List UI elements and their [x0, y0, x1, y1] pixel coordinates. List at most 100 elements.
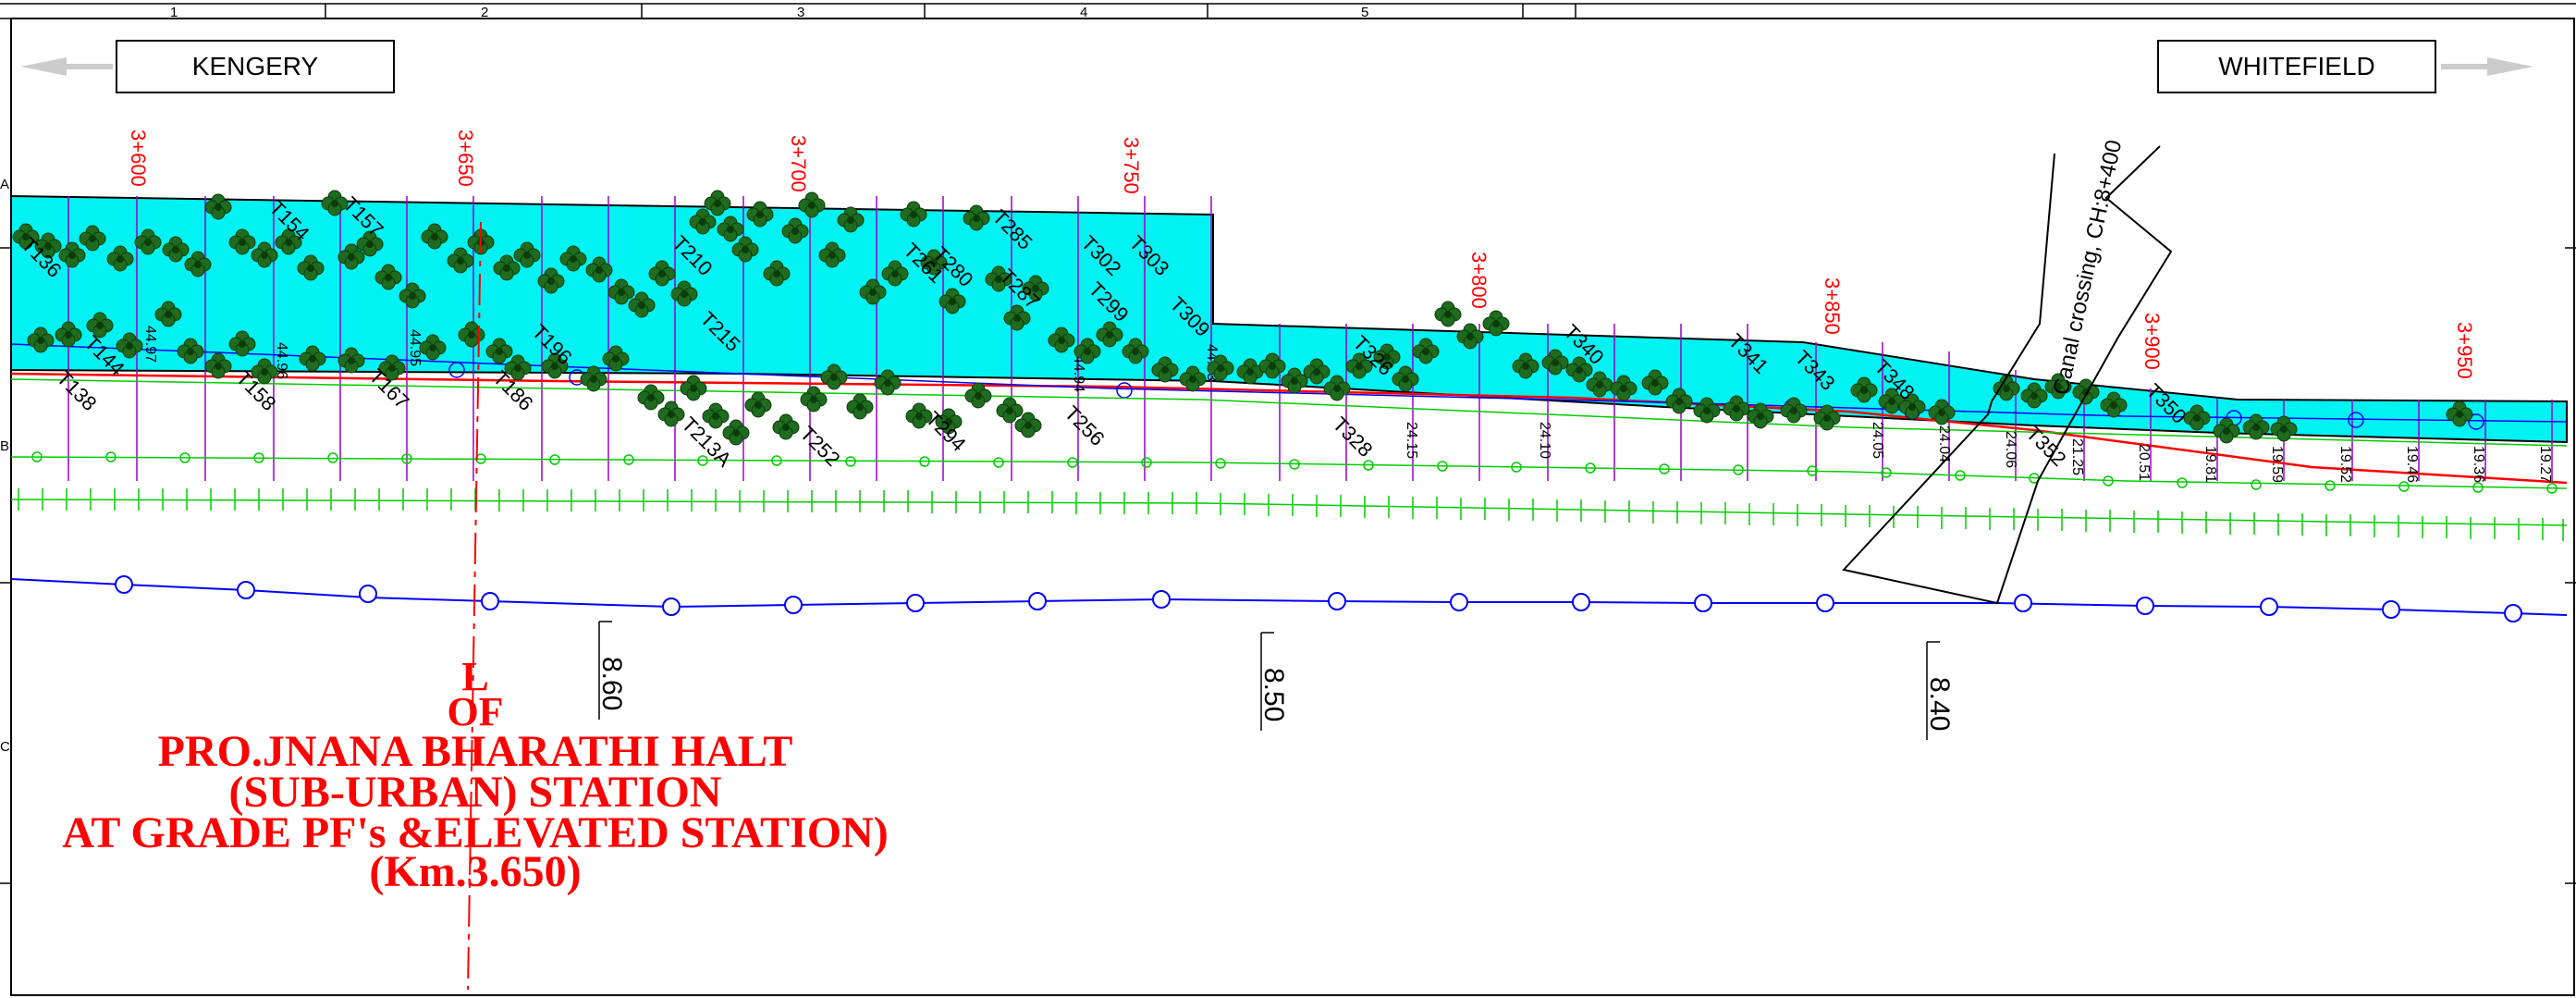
tree-icon [1373, 343, 1401, 370]
row-boundary-dotted [10, 456, 2568, 489]
tree-icon [744, 391, 772, 418]
tree-icon [731, 236, 759, 263]
tree-icon [1565, 356, 1593, 383]
tree-icon [1541, 349, 1569, 376]
fence-line [10, 499, 2568, 526]
tree-icon [1003, 304, 1031, 331]
tree-icon [513, 241, 541, 268]
tree-icon [1207, 354, 1234, 381]
tree-icon [1345, 352, 1373, 379]
tree-icon [717, 216, 744, 242]
tree-icon [763, 260, 791, 287]
ground-level: 44.97 [142, 326, 158, 363]
tree-icon [2183, 404, 2211, 431]
tree-icon [1323, 375, 1351, 401]
tree-icon [657, 400, 685, 427]
tree-icon [702, 402, 730, 429]
whitefield-direction-box [2157, 40, 2436, 93]
tree-icon [12, 223, 40, 250]
tree-icon [251, 241, 278, 268]
tree-icon [722, 419, 750, 446]
tree-icon [2020, 382, 2048, 409]
tree-icon [1693, 397, 1721, 424]
tree-icon [670, 280, 698, 307]
tree-icon [485, 338, 513, 364]
tree-icon [537, 267, 565, 294]
tree-icon [1151, 356, 1179, 383]
station-title: L OF PRO.JNANA BHARATHI HALT (SUB-URBAN)… [62, 654, 888, 896]
canal-crossing-label: Canal crossing, CH:8+400 [2048, 138, 2127, 397]
tree-icon [881, 260, 909, 287]
tree-icon [846, 393, 874, 420]
tree-icon [58, 241, 86, 268]
tree-icon [935, 408, 963, 435]
whitefield-arrow-icon [2441, 57, 2533, 76]
tree-icon [837, 206, 865, 233]
tree-icon [1850, 376, 1878, 403]
tree-icon [798, 191, 826, 218]
tree-icon [1993, 375, 2020, 401]
tree-icon [964, 382, 992, 409]
tree-icon [321, 190, 349, 216]
tree-icon [1512, 352, 1539, 379]
tree-icon [79, 225, 106, 252]
profile-level-850: 8.50 [1258, 668, 1289, 721]
tree-icon [1122, 338, 1149, 364]
tree-icon [1073, 338, 1101, 364]
ground-level: 24.04 [1936, 425, 1952, 462]
row-boundary-upper [10, 378, 2568, 447]
tree-icon [680, 375, 707, 401]
chainage-3700: 3+700 [787, 135, 810, 192]
tree-icon [447, 247, 474, 274]
tree-icon [1412, 338, 1440, 364]
tree-icon [419, 334, 447, 361]
tree-icon [374, 264, 402, 290]
profile-level-860: 8.60 [596, 657, 627, 710]
tree-icon [337, 347, 365, 374]
tree-icon [996, 397, 1024, 424]
tree-icon [154, 301, 182, 327]
tree-icon [1482, 310, 1510, 337]
ground-level: 19.36 [2471, 446, 2486, 483]
tree-icon [938, 288, 966, 314]
tree-icon [1456, 323, 1484, 350]
tree-icon [1258, 352, 1286, 379]
tree-icon [820, 363, 848, 390]
tree-icon [299, 345, 326, 372]
grid-letter-c: C [0, 739, 10, 755]
tree-icon [184, 251, 212, 277]
tree-icon [1610, 375, 1638, 401]
tree-icon [1392, 365, 1419, 392]
chainage-3600: 3+600 [127, 129, 150, 187]
tree-icon [920, 249, 948, 276]
tree-icon [859, 278, 887, 305]
tree-icon [746, 201, 774, 228]
chainage-3750: 3+750 [1120, 137, 1143, 194]
tree-icon [2270, 415, 2298, 442]
kengery-arrow-icon [20, 57, 113, 76]
tree-icon [1723, 395, 1750, 422]
tree-icon [704, 190, 731, 216]
tree-icon [204, 352, 232, 379]
tree-icon [900, 201, 927, 228]
tree-label: T252 [795, 422, 844, 471]
tree-icon [86, 312, 114, 339]
ground-level: 19.52 [2337, 446, 2353, 483]
grid-number-3: 3 [797, 5, 804, 20]
tree-icon [1281, 367, 1308, 394]
whitefield-direction-label: WHITEFIELD [2218, 52, 2375, 80]
tree-label: T328 [1328, 413, 1377, 462]
ground-level: 24.15 [1404, 422, 1419, 459]
station-title-line: L [461, 654, 488, 699]
fence-ticks [18, 488, 2564, 541]
tree-icon [818, 241, 846, 268]
tree-icon [602, 345, 630, 372]
tree-icon [228, 228, 256, 255]
tree-icon [1641, 369, 1669, 396]
profile-markers [115, 575, 2522, 622]
track-bed-area [10, 194, 2568, 444]
ground-level: 21.25 [2069, 438, 2085, 475]
ground-level: 24.06 [2003, 431, 2018, 468]
tree-icon [585, 256, 613, 283]
grid-letter-a: A [0, 177, 9, 192]
